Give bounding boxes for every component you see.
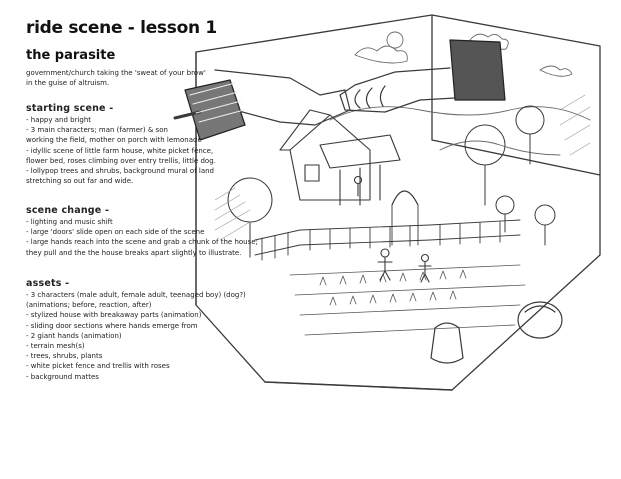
intro-text: government/church taking the 'sweat of y… [26,68,231,88]
picket-fence [254,190,521,261]
section-heading: assets - [26,278,70,289]
note-line: flower bed, roses climbing over entry tr… [26,156,216,165]
starting-scene-section: starting scene - - happy and bright - 3 … [26,103,231,186]
note-line: - 2 giant hands (animation) [26,331,122,340]
background-mural [329,31,591,156]
note-line: - trees, shrubs, plants [26,352,103,361]
intro-line: government/church taking the 'sweat of y… [26,69,206,77]
assets-section: assets - - 3 characters (male adult, fem… [26,278,246,382]
note-line: - idyllic scene of little farm house, wh… [26,146,214,155]
note-line: - happy and bright [26,116,92,124]
note-line: - lollypop trees and shrubs, background … [26,167,214,176]
crop-field [289,264,526,336]
note-line: - 3 characters (male adult, female adult… [26,291,246,299]
note-line: - 3 main characters; man (farmer) & son [26,126,168,135]
ride-vehicles [430,301,563,364]
note-line: - lighting and music shift [26,218,113,226]
sheet-title: ride scene - lesson 1 [26,18,217,38]
note-line: - stylized house with breakaway parts (a… [26,311,202,320]
scene-change-section: scene change - - lighting and music shif… [26,205,258,258]
giant-hand-left [173,69,351,141]
note-line: they pull and the the house breaks apart… [26,248,242,257]
note-line: - large 'doors' slide open on each side … [26,228,205,237]
section-heading: scene change - [26,205,110,216]
sheet-subtitle: the parasite [26,48,116,63]
section-heading: starting scene - [26,103,114,114]
diorama-sketch [173,14,601,391]
lollipop-trees [227,105,556,258]
giant-hand-right [339,39,506,113]
note-line: working the field, mother on porch with … [26,136,202,145]
farm-house [279,109,401,206]
note-line: - white picket fence and trellis with ro… [26,362,170,371]
note-line: - background mattes [26,372,99,381]
note-line: - terrain mesh(s) [26,342,85,351]
pencil-shading [214,94,591,241]
note-line: - sliding door sections where hands emer… [26,321,198,330]
farmer-figures [353,175,432,283]
note-line: (animations; before, reaction, after) [26,301,152,310]
intro-line: in the guise of altruism. [26,79,110,88]
note-line: stretching so out far and wide. [26,177,134,186]
note-line: - large hands reach into the scene and g… [26,238,258,247]
